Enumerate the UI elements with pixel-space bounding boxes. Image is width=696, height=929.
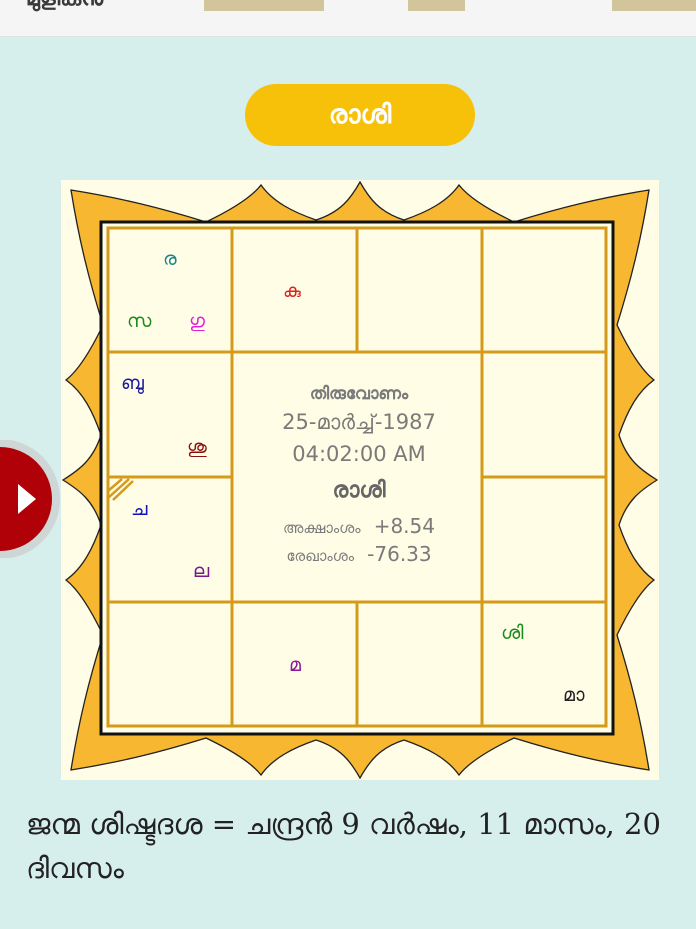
chart-name: രാശി [332, 478, 386, 503]
tab-indicator[interactable] [408, 0, 465, 11]
dasha-balance-text: ജന്മ ശിഷ്ടദശ = ചന്ദ്രൻ 9 വർഷം, 11 മാസം, … [26, 807, 661, 885]
play-icon [18, 484, 36, 514]
play-button[interactable] [0, 439, 64, 559]
planet-label: ശു [187, 436, 207, 458]
latitude-row: അക്ഷാംശം +8.54 [235, 514, 483, 538]
planet-label: സ [127, 310, 152, 332]
chart-center-info: തിരുവോണം 25-മാർച്ച്-1987 04:02:00 AM രാശ… [235, 356, 483, 604]
planet-label: ച [131, 498, 148, 520]
top-bar: മുളികൻ [0, 0, 696, 37]
longitude-row: രേഖാംശം -76.33 [235, 542, 483, 566]
nakshatra-label: തിരുവോണം [309, 384, 409, 404]
birth-time: 04:02:00 AM [292, 442, 426, 466]
planet-label: ബു [121, 372, 144, 394]
longitude-label: രേഖാംശം [286, 547, 355, 565]
birth-date: 25-മാർച്ച്-1987 [282, 410, 436, 434]
planet-label: ഗു [189, 310, 205, 332]
chart-frame [61, 180, 659, 780]
planet-label: ല [193, 560, 210, 582]
planet-label: ശി [501, 622, 524, 644]
tab-indicator[interactable] [612, 0, 696, 11]
planet-label: മ [289, 654, 301, 676]
page-title: മുളികൻ [26, 0, 103, 11]
rasi-chart: ര സ ഗു കു ബു ശു ച ല മ ശി മാ തിരുവോണം 25-… [61, 180, 659, 780]
latitude-value: +8.54 [373, 514, 435, 538]
planet-label: മാ [563, 684, 585, 706]
longitude-value: -76.33 [367, 542, 432, 566]
rasi-tab-button[interactable]: രാശി [245, 84, 475, 146]
planet-label: ര [163, 248, 177, 270]
tab-indicator[interactable] [204, 0, 324, 11]
planet-label: കു [283, 280, 301, 302]
latitude-label: അക്ഷാംശം [282, 519, 361, 537]
